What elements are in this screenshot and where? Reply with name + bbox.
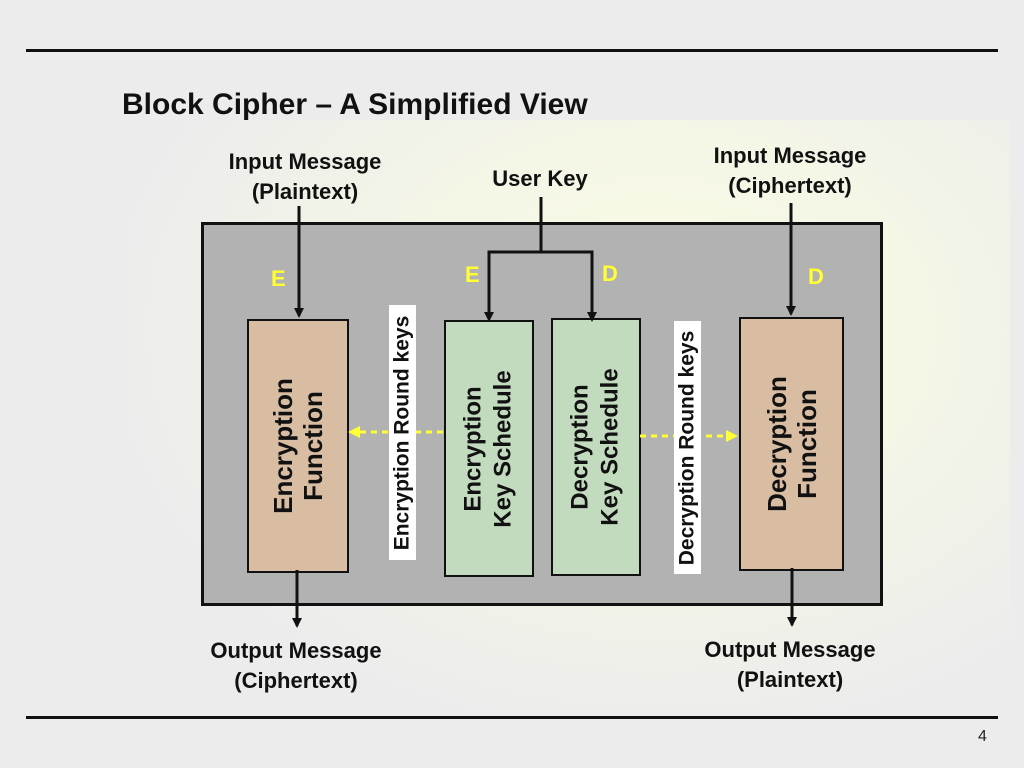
input-ciphertext-line1: Input Message (713, 143, 867, 168)
user-key-arrowhead-right (587, 312, 597, 322)
input-plaintext-line2: (Plaintext) (251, 179, 359, 204)
encryption-marker-center: E (465, 262, 480, 287)
encryption-round-keys-label: Encryption Round keys (389, 305, 416, 560)
decryption-round-keys-text: Decryption Round keys (675, 330, 699, 565)
bottom-rule (26, 716, 998, 719)
user-key-arrowhead-left (484, 312, 494, 322)
decryption-marker-right: D (808, 264, 824, 289)
input-plaintext-line1: Input Message (228, 149, 382, 174)
input-ciphertext-line2: (Ciphertext) (728, 173, 852, 198)
output-plaintext-line2: (Plaintext) (736, 667, 844, 692)
encryption-key-schedule-box: Encryption Key Schedule (444, 320, 534, 577)
top-rule (26, 49, 998, 52)
output-plaintext-line1: Output Message (704, 637, 876, 662)
decryption-function-box: Decryption Function (739, 317, 844, 571)
user-key-branch (487, 250, 594, 314)
decryption-marker-center: D (602, 261, 618, 286)
input-plaintext-label: Input Message (Plaintext) (205, 147, 405, 207)
output-ciphertext-label: Output Message (Ciphertext) (185, 636, 407, 696)
encryption-marker-left: E (271, 266, 286, 291)
decryption-round-keys-label: Decryption Round keys (674, 321, 701, 574)
encryption-function-box: Encryption Function (247, 319, 349, 573)
output-ciphertext-line2: (Ciphertext) (234, 668, 358, 693)
input-ciphertext-label: Input Message (Ciphertext) (690, 141, 890, 201)
decryption-key-schedule-box: Decryption Key Schedule (551, 318, 641, 576)
encryption-round-keys-text: Encryption Round keys (390, 315, 414, 550)
page-number: 4 (978, 728, 987, 745)
output-plaintext-label: Output Message (Plaintext) (679, 635, 901, 695)
output-ciphertext-line1: Output Message (210, 638, 382, 663)
user-key-label: User Key (492, 166, 588, 191)
slide-title: Block Cipher – A Simplified View (122, 88, 588, 121)
